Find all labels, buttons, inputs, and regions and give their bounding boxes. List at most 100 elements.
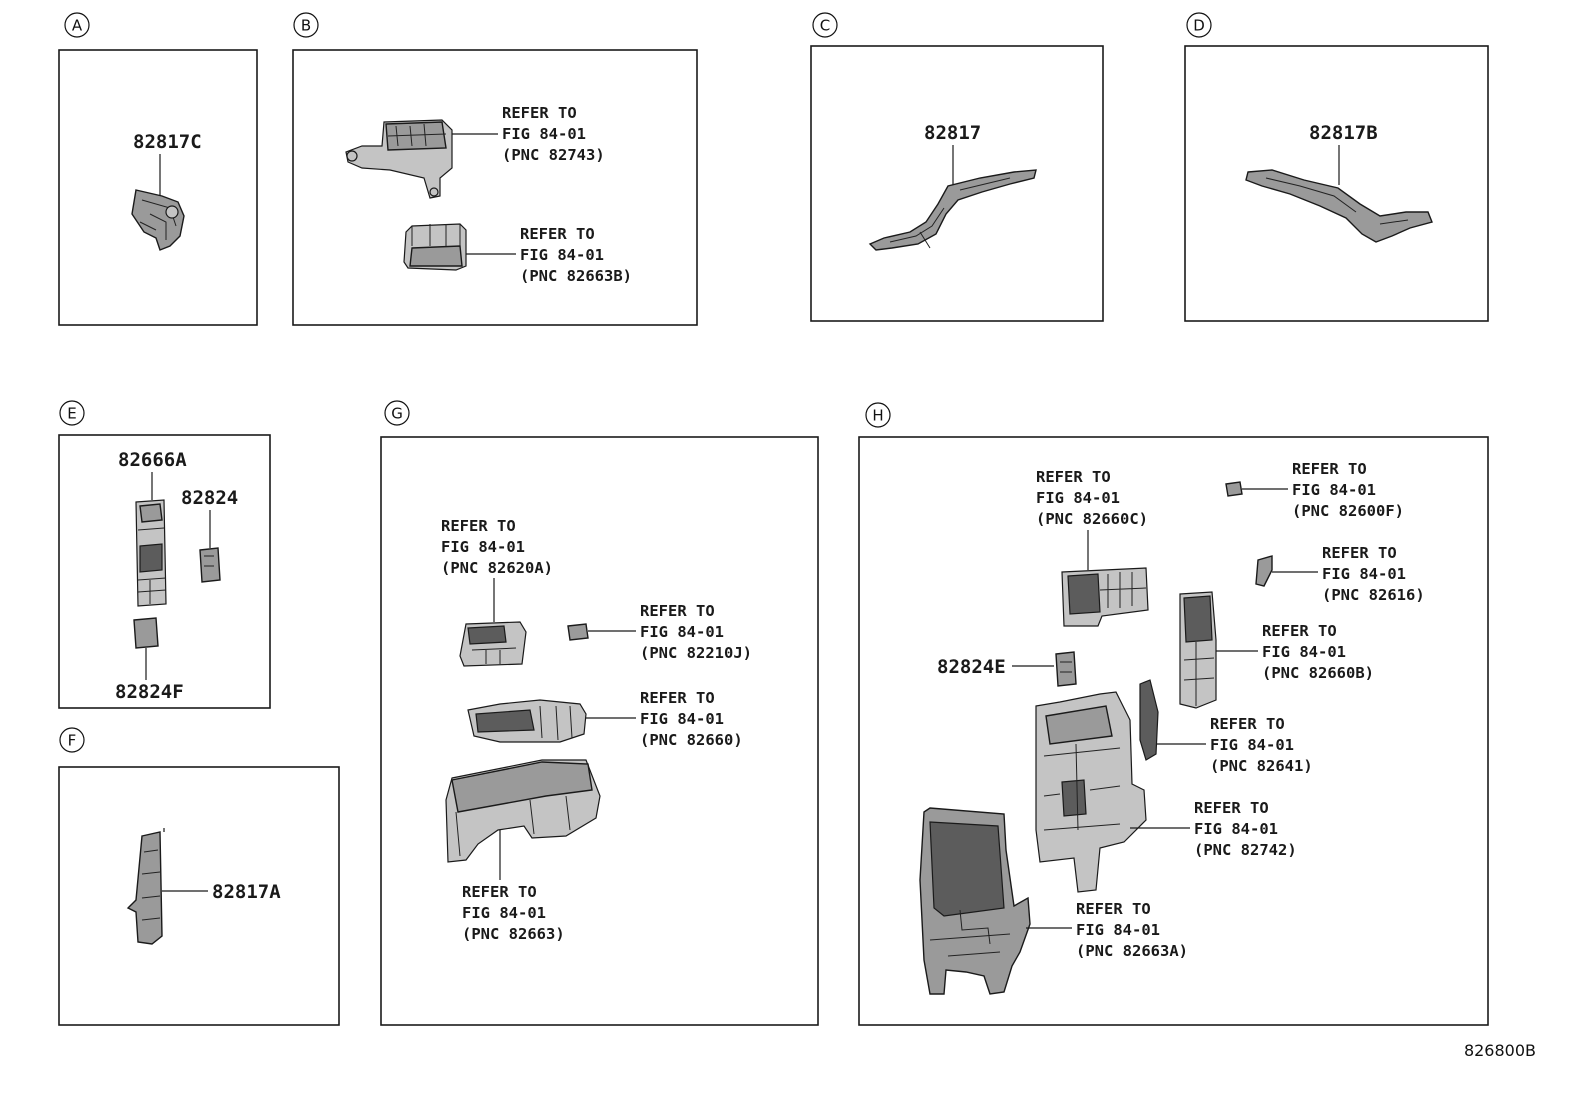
fig-label: FIG 84-01 (1322, 565, 1406, 583)
part-illustration-82616 (1255, 555, 1273, 587)
section-letter-g: G (391, 405, 403, 423)
section-letter-d: D (1193, 17, 1205, 35)
pnc-label: (PNC 82660C) (1036, 510, 1148, 528)
section-e: E 82666A 82824 82824F (58, 400, 271, 709)
section-marker-d (1186, 12, 1212, 38)
pnc-label: (PNC 82600F) (1292, 502, 1404, 520)
section-letter-a: A (72, 17, 83, 35)
fig-label: FIG 84-01 (640, 623, 724, 641)
fig-label: FIG 84-01 (1262, 643, 1346, 661)
pnc-label: (PNC 82743) (502, 146, 605, 164)
section-letter-c: C (820, 17, 830, 35)
part-number-82817: 82817 (924, 122, 981, 144)
refer-label: REFER TO (640, 689, 715, 707)
section-h: H REFER TO FIG 84-01 (PNC 82660C) REFER … (858, 402, 1489, 1026)
fig-label: FIG 84-01 (1036, 489, 1120, 507)
refer-label: REFER TO (1076, 900, 1151, 918)
part-illustration-82210j (567, 623, 589, 641)
refer-label: REFER TO (520, 225, 595, 243)
panel-e (58, 434, 271, 709)
part-number-82817c: 82817C (133, 131, 202, 153)
section-marker-e (59, 400, 85, 426)
part-illustration-82660c (1061, 567, 1149, 627)
part-illustration-82666a (135, 499, 167, 607)
section-marker-a (64, 12, 90, 38)
panel-a (58, 49, 258, 326)
fig-label: FIG 84-01 (1292, 481, 1376, 499)
fig-label: FIG 84-01 (502, 125, 586, 143)
part-illustration-82620a (459, 621, 527, 667)
part-illustration-82663a (919, 807, 1031, 995)
refer-label: REFER TO (1322, 544, 1397, 562)
drawing-id: 826800B (1464, 1041, 1536, 1060)
fig-label: FIG 84-01 (441, 538, 525, 556)
refer-label: REFER TO (1262, 622, 1337, 640)
part-number-82666a: 82666A (118, 449, 187, 471)
section-g: G REFER TO FIG 84-01 (PNC 82620A) REFER … (380, 400, 819, 1026)
section-letter-h: H (872, 407, 883, 425)
pnc-label: (PNC 82641) (1210, 757, 1313, 775)
part-illustration-82817b (1245, 169, 1433, 243)
fig-label: FIG 84-01 (520, 246, 604, 264)
part-illustration-82817 (868, 169, 1037, 251)
section-marker-c (812, 12, 838, 38)
section-marker-h (865, 402, 891, 428)
fig-label: FIG 84-01 (640, 710, 724, 728)
panel-d (1184, 45, 1489, 322)
section-a: A 82817C (58, 12, 258, 326)
fig-label: FIG 84-01 (462, 904, 546, 922)
section-marker-f (59, 727, 85, 753)
part-illustration-82743 (345, 119, 453, 199)
panel-h (858, 436, 1489, 1026)
part-illustration-82660 (467, 699, 587, 743)
part-illustration-82663 (445, 759, 601, 863)
refer-label: REFER TO (502, 104, 577, 122)
part-illustration-82742 (1035, 691, 1147, 893)
part-illustration-82824e (1055, 651, 1077, 687)
refer-label: REFER TO (1036, 468, 1111, 486)
section-letter-b: B (301, 17, 311, 35)
pnc-label: (PNC 82616) (1322, 586, 1425, 604)
refer-label: REFER TO (441, 517, 516, 535)
refer-label: REFER TO (462, 883, 537, 901)
part-number-82824: 82824 (181, 487, 238, 509)
pnc-label: (PNC 82663B) (520, 267, 632, 285)
part-number-82824e: 82824E (937, 656, 1006, 678)
part-number-82817b: 82817B (1309, 122, 1378, 144)
section-d: D 82817B (1184, 12, 1489, 322)
pnc-label: (PNC 82663) (462, 925, 565, 943)
pnc-label: (PNC 82660) (640, 731, 743, 749)
panel-c (810, 45, 1104, 322)
section-marker-b (293, 12, 319, 38)
section-b: B REFER TO FIG 84-01 (PNC 82743) REFER T… (292, 12, 698, 326)
pnc-label: (PNC 82620A) (441, 559, 553, 577)
part-illustration-82600f (1225, 481, 1243, 497)
pnc-label: (PNC 82210J) (640, 644, 752, 662)
part-illustration-82824f (133, 617, 159, 649)
panel-f (58, 766, 340, 1026)
part-illustration-82641 (1139, 679, 1159, 761)
part-number-82824f: 82824F (115, 681, 184, 703)
fig-label: FIG 84-01 (1076, 921, 1160, 939)
part-illustration-82663b (403, 223, 467, 271)
refer-label: REFER TO (1194, 799, 1269, 817)
section-c: C 82817 (810, 12, 1104, 322)
pnc-label: (PNC 82742) (1194, 841, 1297, 859)
refer-label: REFER TO (1210, 715, 1285, 733)
panel-b (292, 49, 698, 326)
section-f: F 82817A (58, 727, 340, 1026)
part-illustration-82824 (199, 547, 221, 583)
refer-label: REFER TO (1292, 460, 1367, 478)
section-letter-f: F (68, 732, 77, 750)
pnc-label: (PNC 82663A) (1076, 942, 1188, 960)
refer-label: REFER TO (640, 602, 715, 620)
pnc-label: (PNC 82660B) (1262, 664, 1374, 682)
section-marker-g (384, 400, 410, 426)
part-illustration-82660b (1179, 591, 1217, 709)
part-illustration-82817a (126, 828, 165, 945)
part-number-82817a: 82817A (212, 881, 281, 903)
panel-g (380, 436, 819, 1026)
section-letter-e: E (67, 405, 76, 423)
part-illustration-82817c (131, 189, 185, 251)
